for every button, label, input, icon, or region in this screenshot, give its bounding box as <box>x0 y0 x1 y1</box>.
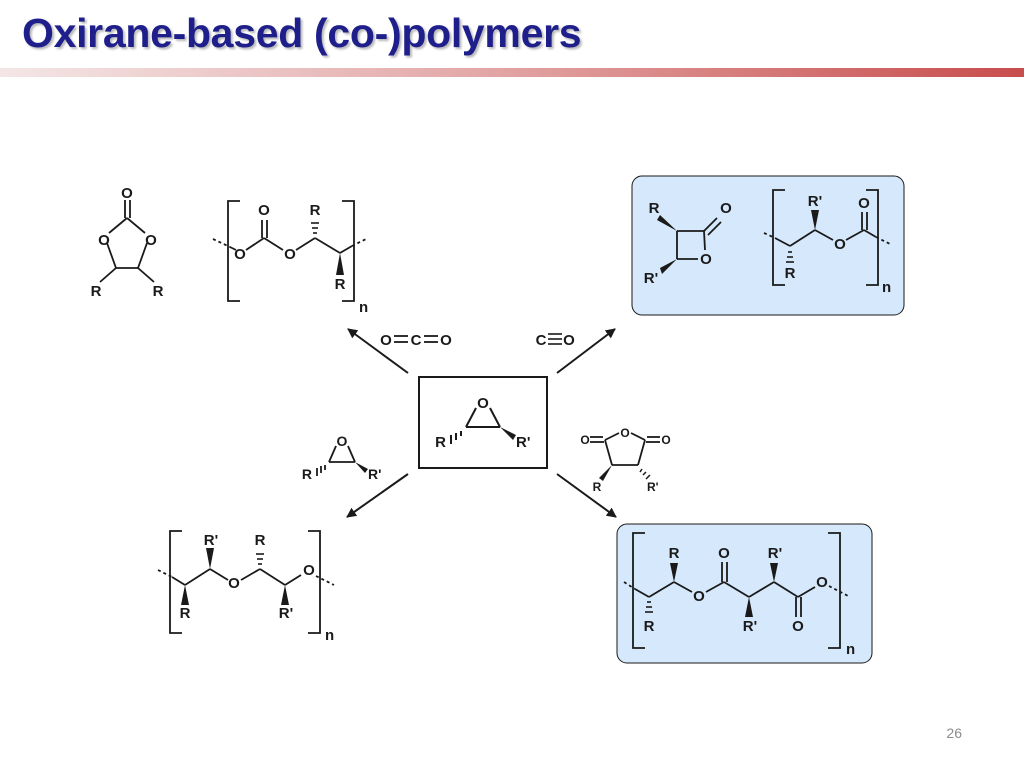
arrow-to-carbonate <box>347 328 409 374</box>
polyester-co: R' O O R n <box>763 189 893 296</box>
svg-text:R: R <box>91 283 102 300</box>
svg-text:R: R <box>153 283 164 300</box>
polycarbonate: O O O R R n <box>212 200 368 316</box>
svg-text:O: O <box>700 251 712 268</box>
atom-O: O <box>477 395 489 412</box>
svg-text:O: O <box>121 185 133 202</box>
svg-text:O: O <box>228 575 240 592</box>
svg-text:R: R <box>669 545 680 562</box>
svg-text:O: O <box>858 195 870 212</box>
svg-text:O: O <box>693 588 705 605</box>
svg-text:O: O <box>380 332 392 349</box>
svg-text:R: R <box>593 480 602 494</box>
svg-text:R': R' <box>647 480 659 494</box>
svg-text:O: O <box>98 232 110 249</box>
svg-text:O: O <box>661 433 670 447</box>
svg-text:R': R' <box>204 532 218 549</box>
svg-text:O: O <box>580 433 589 447</box>
svg-text:O: O <box>718 545 730 562</box>
succinic-anhydride: O O O R R' <box>580 426 670 494</box>
title-divider <box>0 68 1024 77</box>
atom-Rp: R' <box>516 434 530 451</box>
slide-title: Oxirane-based (co-)polymers <box>22 10 582 56</box>
svg-text:O: O <box>834 236 846 253</box>
svg-text:R': R' <box>644 270 658 287</box>
comonomer-epoxide: O R R' <box>302 433 382 482</box>
svg-text:O: O <box>145 232 157 249</box>
polyether: R' R O O R R' n <box>157 530 335 644</box>
svg-text:O: O <box>563 332 575 349</box>
svg-text:O: O <box>816 574 828 591</box>
highlight-box-top-right <box>631 175 905 316</box>
epoxide-center: O R R' <box>418 376 548 469</box>
svg-text:O: O <box>440 332 452 349</box>
svg-text:O: O <box>620 426 629 440</box>
reagent-co2: O C O <box>380 332 452 349</box>
svg-text:R': R' <box>368 466 381 482</box>
svg-text:R: R <box>310 202 321 219</box>
svg-text:R: R <box>644 618 655 635</box>
svg-text:R: R <box>785 265 796 282</box>
svg-text:n: n <box>846 641 855 658</box>
svg-text:O: O <box>337 433 348 449</box>
svg-text:O: O <box>720 200 732 217</box>
reagent-co: C O <box>536 332 576 349</box>
svg-text:O: O <box>258 202 270 219</box>
svg-text:n: n <box>325 627 334 644</box>
svg-text:O: O <box>303 562 315 579</box>
atom-R: R <box>435 434 446 451</box>
svg-text:R: R <box>255 532 266 549</box>
polyester-anhydride: R O R' O O R R' O n <box>623 532 855 658</box>
svg-text:n: n <box>882 279 891 296</box>
beta-lactone: R O O R' <box>644 200 732 287</box>
svg-text:n: n <box>359 299 368 316</box>
svg-text:R: R <box>180 605 191 622</box>
cyclic-carbonate: O O O R R <box>91 185 164 300</box>
arrow-to-polyester <box>556 473 617 518</box>
svg-text:R': R' <box>808 193 822 210</box>
arrow-to-lactone <box>556 328 616 374</box>
svg-text:C: C <box>536 332 547 349</box>
svg-text:R: R <box>302 466 312 482</box>
svg-text:R: R <box>649 200 660 217</box>
svg-text:O: O <box>792 618 804 635</box>
svg-text:O: O <box>284 246 296 263</box>
arrow-to-polyether <box>346 473 409 518</box>
svg-text:R: R <box>335 276 346 293</box>
svg-text:R': R' <box>279 605 293 622</box>
svg-text:O: O <box>234 246 246 263</box>
svg-text:R': R' <box>768 545 782 562</box>
page-number: 26 <box>946 725 962 741</box>
svg-text:C: C <box>411 332 422 349</box>
svg-text:R': R' <box>743 618 757 635</box>
